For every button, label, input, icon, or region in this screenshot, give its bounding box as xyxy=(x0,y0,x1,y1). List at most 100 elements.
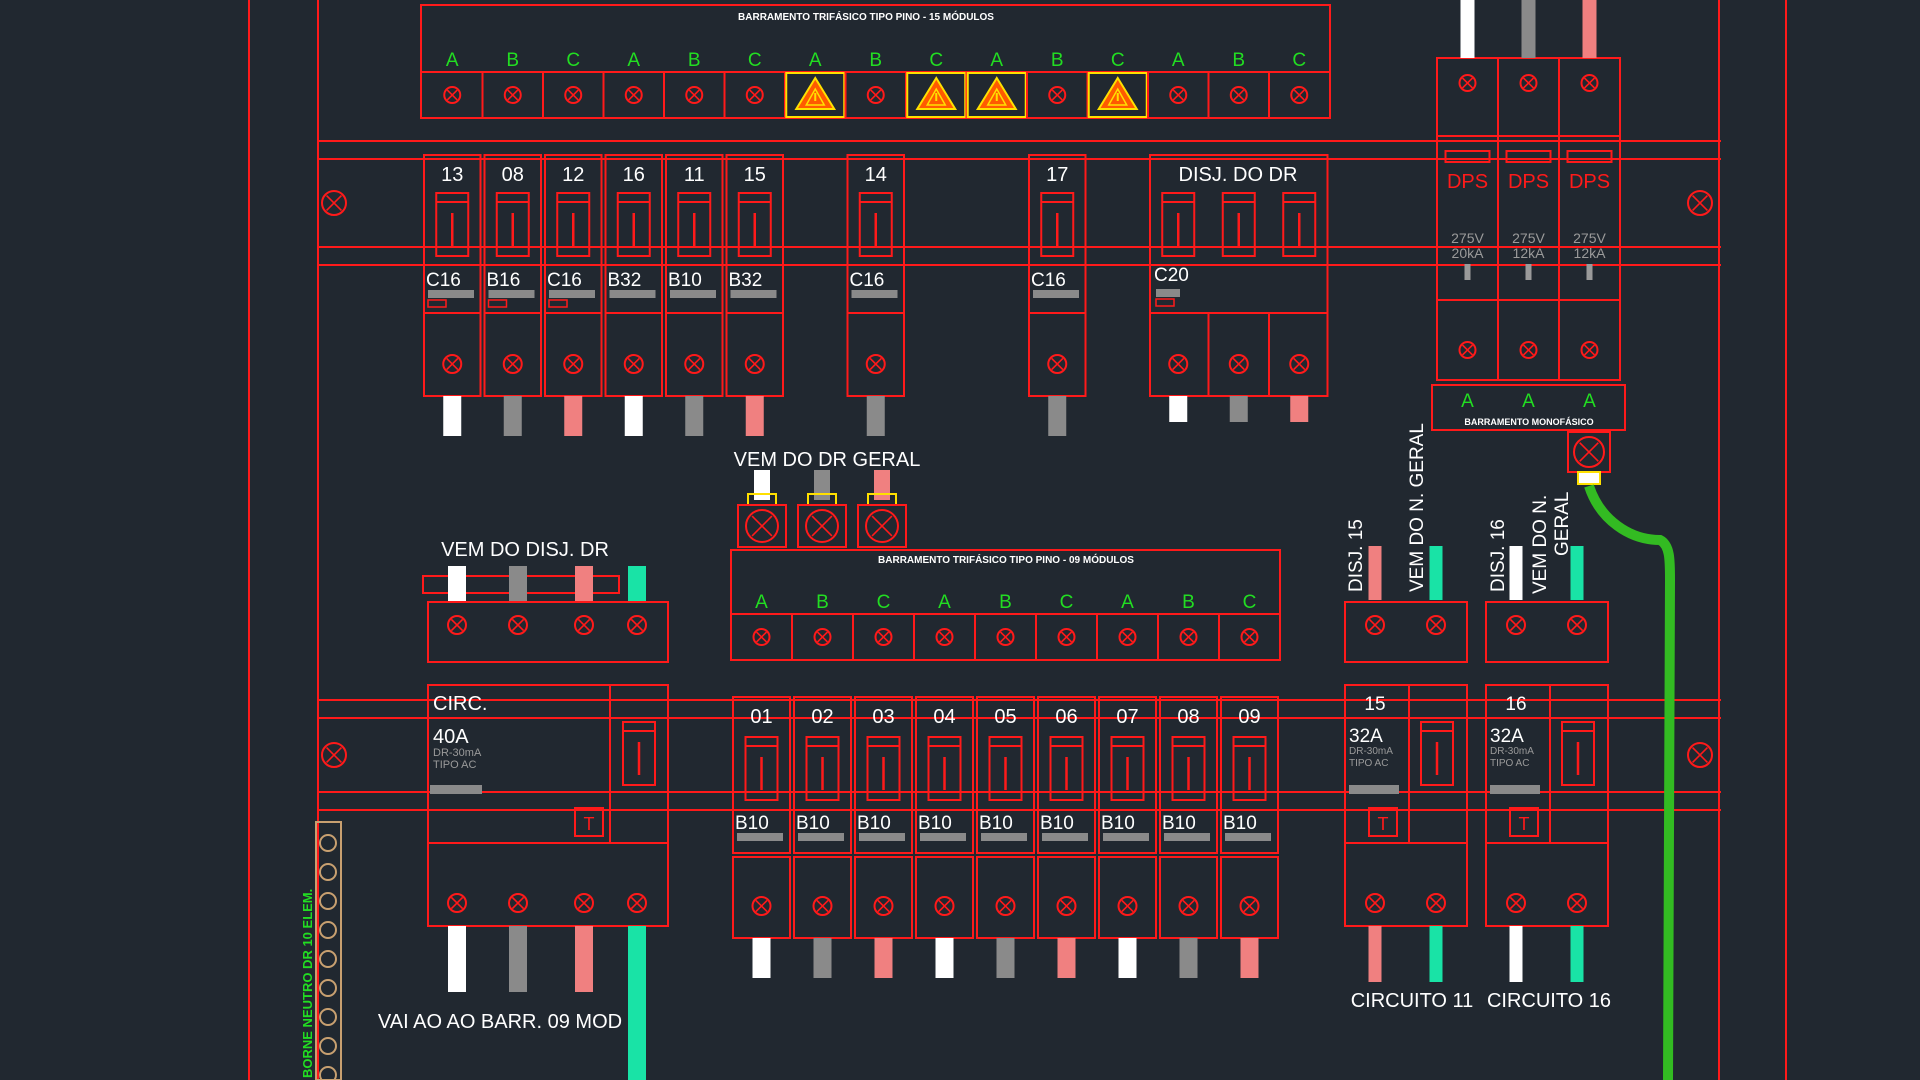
screw-terminal-icon xyxy=(1580,74,1599,92)
dps-voltage: 275V xyxy=(1512,230,1545,246)
screw-terminal-icon xyxy=(745,509,779,543)
phase-label: B xyxy=(999,592,1012,613)
screw-slot xyxy=(1570,896,1584,910)
top-bus-title: BARRAMENTO TRIFÁSICO TIPO PINO - 15 MÓDU… xyxy=(738,10,994,23)
screw-slot xyxy=(1429,896,1443,910)
screw-terminal-icon xyxy=(684,354,705,374)
breaker-curve: B10 xyxy=(668,270,702,291)
phase-label: C xyxy=(748,50,762,71)
screw-terminal-icon xyxy=(1687,742,1713,768)
breaker-curve: B10 xyxy=(1040,813,1074,834)
screw-ring xyxy=(873,896,894,916)
feed-terminal xyxy=(797,504,847,548)
rcbo-sensitivity: DR-30mA xyxy=(1349,746,1393,757)
screw-slot xyxy=(1233,89,1245,101)
breaker-curve: B10 xyxy=(979,813,1013,834)
breaker-rating-strip xyxy=(798,833,844,841)
breaker-handle xyxy=(866,736,901,801)
screw-slot xyxy=(1293,89,1305,101)
breaker-handle xyxy=(927,736,962,801)
breaker-outgoing-wire xyxy=(685,396,704,436)
breaker-number: 17 xyxy=(1046,164,1068,186)
breaker-handle xyxy=(1110,736,1145,801)
screw-ring xyxy=(1580,341,1599,359)
rcbo-test-icon: T xyxy=(1519,814,1530,834)
dr-breaker-label: DISJ. DO DR xyxy=(1179,164,1298,186)
screw-terminal-icon xyxy=(1687,190,1713,216)
rcd-outgoing-wire xyxy=(575,926,593,992)
main-rcd-section: T xyxy=(422,566,669,1080)
screw-slot xyxy=(577,896,591,910)
screw-terminal-icon xyxy=(1178,896,1199,916)
screw-terminal-icon xyxy=(751,896,772,916)
screw-ring xyxy=(874,628,893,646)
screw-terminal-icon xyxy=(1580,341,1599,359)
rcbo-type: TIPO AC xyxy=(1349,758,1388,769)
feed-terminal xyxy=(857,504,907,548)
warning-sign-icon xyxy=(785,72,846,118)
breaker-rating-strip xyxy=(1103,833,1149,841)
disj16-label: DISJ. 16 xyxy=(1488,519,1509,592)
screw-slot xyxy=(325,746,343,764)
phase-label: A xyxy=(755,592,768,613)
screw-slot xyxy=(1583,344,1596,356)
breaker-handle xyxy=(744,736,779,801)
screw-slot xyxy=(1121,631,1134,643)
phase-label: A xyxy=(627,50,640,71)
breaker-handle xyxy=(1282,192,1317,257)
screw-terminal-icon xyxy=(1458,341,1477,359)
phase-label: B xyxy=(869,50,882,71)
screw-terminal-icon xyxy=(1567,615,1587,635)
screw-ring xyxy=(563,354,584,374)
breaker-handle xyxy=(622,721,656,786)
screw-terminal-icon xyxy=(873,896,894,916)
earth-wire xyxy=(1584,484,1676,1080)
screw-ring xyxy=(1179,628,1198,646)
breaker-body xyxy=(732,696,791,854)
breaker-curve: C16 xyxy=(850,270,885,291)
screw-ring xyxy=(805,509,839,543)
screw-terminal-icon xyxy=(502,354,523,374)
screw-ring xyxy=(1573,436,1605,468)
screw-slot xyxy=(1522,344,1535,356)
screw-ring xyxy=(1289,354,1310,374)
phase-label: C xyxy=(1292,50,1306,71)
phase-label: C xyxy=(1243,592,1257,613)
rcd-neutral-wire xyxy=(628,926,646,1080)
phase-label: C xyxy=(1060,592,1074,613)
screw-terminal-icon xyxy=(995,896,1016,916)
breaker-curve: B10 xyxy=(796,813,830,834)
screw-terminal-icon xyxy=(685,86,704,104)
screw-slot xyxy=(1232,357,1245,371)
breaker-outgoing-wire xyxy=(503,396,522,436)
screw-ring xyxy=(1519,341,1538,359)
mono-phase-label: A xyxy=(1583,391,1596,412)
to-bus-09-label: VAI AO AO BARR. 09 MOD xyxy=(378,1011,622,1033)
screw-ring xyxy=(1506,615,1526,635)
dps-current: 12kA xyxy=(1513,245,1546,261)
screw-slot xyxy=(450,618,464,632)
screw-ring xyxy=(503,86,522,104)
phase-label: A xyxy=(1172,50,1185,71)
rcbo-incoming-wire xyxy=(1509,546,1523,600)
screw-slot xyxy=(325,194,343,212)
screw-terminal-icon xyxy=(623,354,644,374)
screw-slot xyxy=(999,899,1012,913)
screw-slot xyxy=(446,89,458,101)
screw-ring xyxy=(1048,86,1067,104)
breaker-rating-strip xyxy=(670,290,716,298)
from-neutral-label-1: VEM DO N. GERAL xyxy=(1407,423,1428,592)
breaker-handle xyxy=(1420,721,1454,786)
mono-phase-label: A xyxy=(1461,391,1474,412)
screw-ring xyxy=(1426,615,1446,635)
earth-lug xyxy=(1577,471,1601,485)
phase-label: C xyxy=(566,50,580,71)
breaker-outgoing-wire xyxy=(1240,938,1259,978)
neutral-terminal-screw-icon xyxy=(319,892,337,910)
screw-terminal-icon xyxy=(1426,893,1446,913)
breaker-handle xyxy=(435,192,470,257)
screw-slot xyxy=(577,618,591,632)
mono-phase-label: A xyxy=(1522,391,1535,412)
breaker-number: 16 xyxy=(623,164,645,186)
